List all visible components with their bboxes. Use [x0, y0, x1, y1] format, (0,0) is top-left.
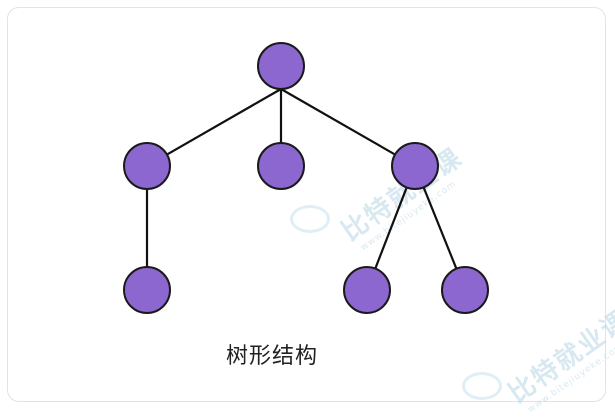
- tree-node-root: [257, 42, 305, 90]
- tree-edge-root-to-left: [166, 88, 282, 156]
- tree-node-right: [391, 142, 439, 190]
- tree-edge-root-to-right: [280, 88, 396, 156]
- tree-edge-right-to-right-child-2: [422, 186, 458, 270]
- tree-node-left-child: [123, 266, 171, 314]
- tree-node-left: [123, 142, 171, 190]
- tree-node-right-child-2: [441, 266, 489, 314]
- tree-node-middle: [257, 142, 305, 190]
- tree-node-right-child-1: [343, 266, 391, 314]
- diagram-frame: [7, 7, 606, 402]
- tree-edge-right-to-right-child-1: [374, 187, 408, 269]
- diagram-caption: 树形结构: [226, 343, 319, 368]
